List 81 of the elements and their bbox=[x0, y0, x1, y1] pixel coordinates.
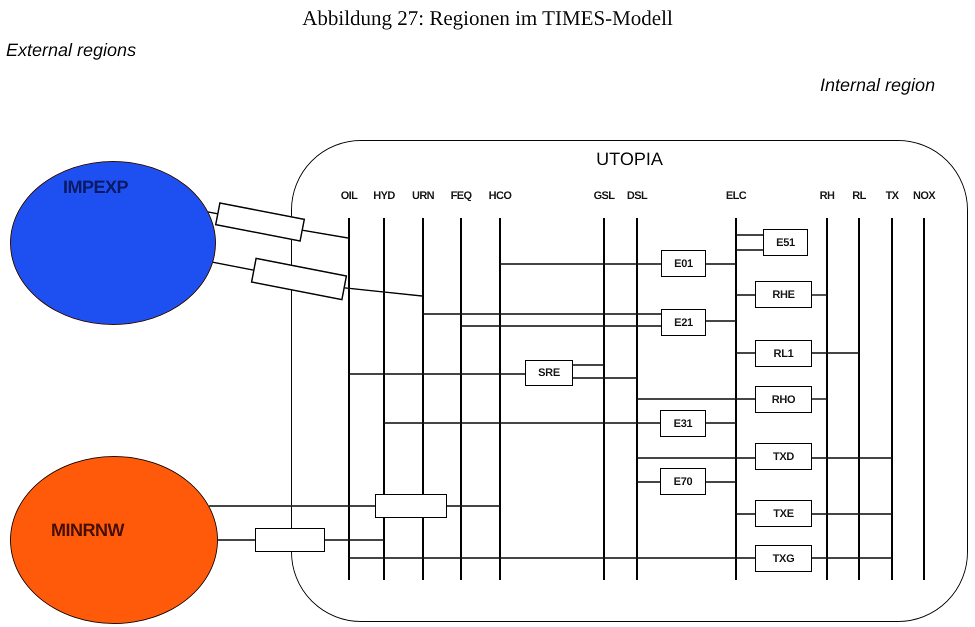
flow-line bbox=[737, 294, 755, 296]
diagram-title: Abbildung 27: Regionen im TIMES-Modell bbox=[301, 6, 674, 31]
trade-process-box bbox=[255, 528, 325, 552]
commodity-label: RH bbox=[818, 190, 836, 202]
trade-process-box bbox=[214, 202, 306, 242]
commodity-label: OIL bbox=[340, 190, 358, 202]
process-box: E51 bbox=[763, 229, 808, 256]
commodity-label: RL bbox=[851, 190, 867, 202]
flow-line bbox=[350, 373, 525, 375]
commodity-line bbox=[499, 218, 501, 580]
flow-line bbox=[812, 457, 891, 459]
flow-line bbox=[812, 398, 826, 400]
process-box: RHO bbox=[755, 386, 812, 413]
flow-line bbox=[638, 457, 755, 459]
process-box: RL1 bbox=[755, 340, 812, 367]
process-box: TXE bbox=[755, 500, 812, 527]
commodity-label: DSL bbox=[626, 190, 648, 202]
process-box: E21 bbox=[661, 309, 706, 336]
commodity-line bbox=[826, 218, 828, 580]
flow-line bbox=[208, 211, 218, 214]
region-name: UTOPIA bbox=[595, 149, 664, 170]
flow-line bbox=[218, 539, 255, 541]
flow-line bbox=[447, 505, 499, 507]
process-box: E01 bbox=[661, 250, 706, 277]
commodity-line bbox=[422, 218, 424, 580]
flow-line bbox=[737, 249, 763, 251]
flow-line bbox=[638, 481, 660, 483]
commodity-line bbox=[636, 218, 638, 580]
commodity-label: ELC bbox=[724, 190, 748, 202]
flow-line bbox=[706, 263, 735, 265]
commodity-label: TX bbox=[884, 190, 900, 202]
flow-line bbox=[638, 398, 755, 400]
flow-line bbox=[706, 422, 735, 424]
flow-line bbox=[302, 230, 348, 239]
commodity-label: NOX bbox=[912, 190, 936, 202]
process-box: TXD bbox=[755, 443, 812, 470]
process-box: TXG bbox=[755, 545, 812, 572]
commodity-label: HCO bbox=[488, 190, 512, 202]
region-label: External regions bbox=[6, 40, 136, 61]
flow-line bbox=[737, 352, 755, 354]
commodity-line bbox=[735, 218, 737, 580]
flow-line bbox=[812, 294, 826, 296]
commodity-label: FEQ bbox=[450, 190, 472, 202]
commodity-line bbox=[460, 218, 462, 580]
commodity-label: URN bbox=[410, 190, 436, 202]
flow-line bbox=[706, 481, 735, 483]
flow-line bbox=[706, 320, 735, 322]
process-box: E70 bbox=[660, 468, 706, 495]
flow-line bbox=[812, 513, 891, 515]
commodity-line bbox=[348, 218, 350, 580]
commodity-label: HYD bbox=[372, 190, 396, 202]
region-panel bbox=[291, 140, 968, 622]
flow-line bbox=[350, 557, 755, 559]
flow-line bbox=[737, 234, 763, 236]
region-label: Internal region bbox=[820, 75, 936, 96]
region-name: IMPEXP bbox=[63, 177, 128, 198]
flow-line bbox=[737, 513, 755, 515]
flow-line bbox=[573, 377, 636, 379]
flow-line bbox=[344, 287, 422, 297]
process-box: RHE bbox=[755, 281, 812, 308]
process-box: E31 bbox=[660, 410, 706, 437]
commodity-label: GSL bbox=[592, 190, 616, 202]
commodity-line bbox=[891, 218, 893, 580]
commodity-line bbox=[923, 218, 925, 580]
trade-process-box bbox=[250, 258, 348, 300]
trade-process-box bbox=[375, 494, 447, 518]
flow-line bbox=[573, 364, 603, 366]
flow-line bbox=[424, 313, 661, 315]
flow-line bbox=[812, 352, 858, 354]
region-name: MINRNW bbox=[51, 520, 124, 541]
process-box: SRE bbox=[525, 360, 573, 386]
commodity-line bbox=[603, 218, 605, 580]
commodity-line bbox=[858, 218, 860, 580]
commodity-line bbox=[383, 218, 385, 580]
flow-line bbox=[812, 557, 891, 559]
flow-line bbox=[209, 505, 375, 507]
flow-line bbox=[212, 262, 254, 271]
flow-line bbox=[325, 539, 383, 541]
flow-line bbox=[385, 422, 660, 424]
flow-line bbox=[462, 325, 661, 327]
flow-line bbox=[501, 263, 661, 265]
